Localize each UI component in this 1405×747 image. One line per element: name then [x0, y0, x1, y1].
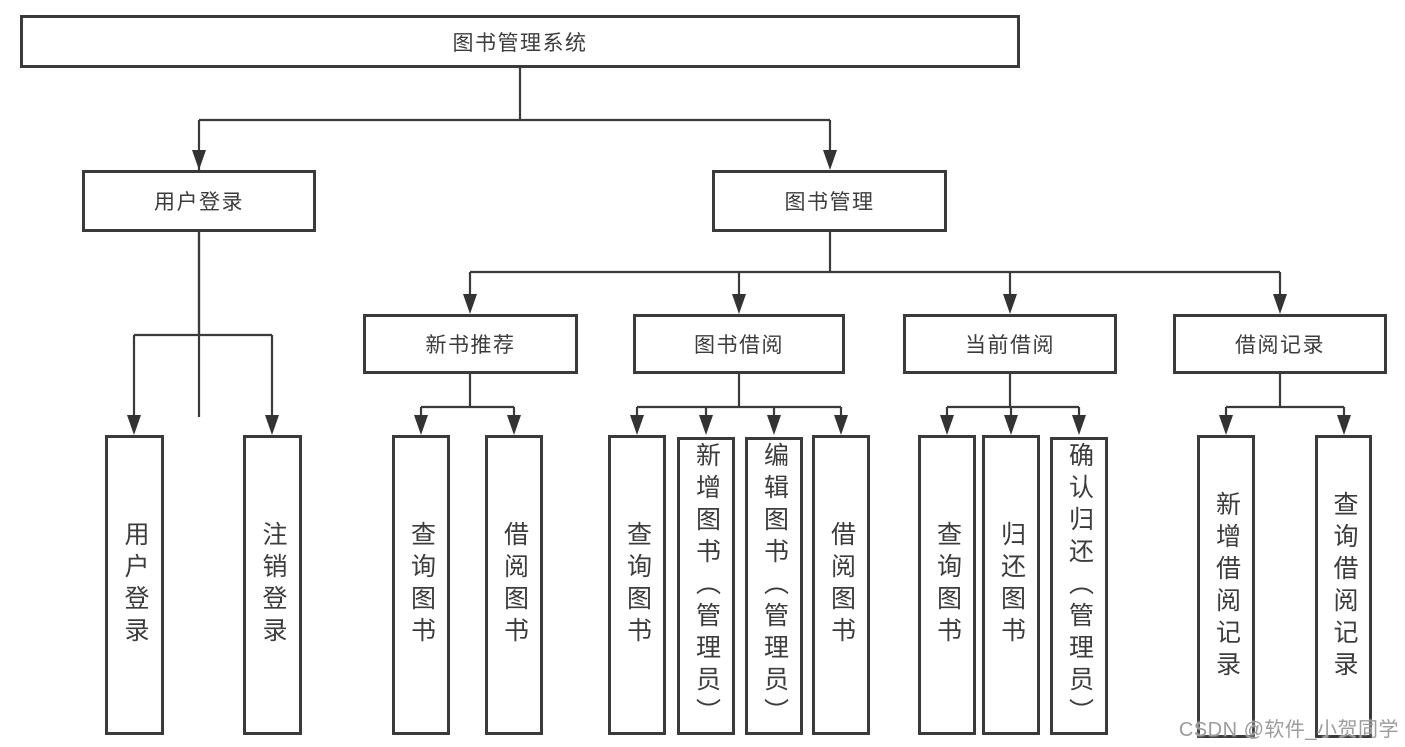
leaf-return-books: 归还图书	[982, 435, 1040, 735]
leaf-add-borrow-record: 新增借阅记录	[1197, 435, 1255, 738]
leaf-label: 查询图书	[933, 521, 962, 649]
node-label: 图书管理	[784, 191, 875, 214]
leaf-label: 查询图书	[407, 521, 436, 649]
leaf-label: 用户登录	[121, 521, 149, 649]
connector-user-login-children	[127, 232, 279, 435]
leaf-label: 查询借阅记录	[1330, 490, 1358, 683]
node-new-book-recommend: 新书推荐	[363, 314, 578, 374]
leaf-query-borrow-record: 查询借阅记录	[1315, 435, 1372, 738]
connector-book-management-children	[463, 232, 1287, 314]
node-label: 新书推荐	[425, 334, 516, 357]
leaf-query-books-3: 查询图书	[918, 435, 976, 735]
node-book-management-system: 图书管理系统	[20, 15, 1020, 68]
connector-borrow-records-children	[1219, 374, 1351, 435]
leaf-label: 查询图书	[623, 521, 652, 649]
watermark-text: CSDN @软件_小贺同学	[1178, 719, 1399, 741]
leaf-label: 借阅图书	[500, 521, 529, 649]
leaf-label: 注销登录	[259, 521, 287, 649]
node-label: 图书借阅	[694, 334, 784, 357]
leaf-label: 编辑图书（管理员）	[760, 442, 789, 730]
leaf-label: 新增借阅记录	[1212, 490, 1241, 683]
leaf-logout: 注销登录	[243, 435, 302, 735]
connector-new-book-children	[414, 374, 521, 435]
leaf-user-login: 用户登录	[105, 435, 164, 735]
node-book-borrow: 图书借阅	[633, 314, 845, 374]
connector-root-to-level1	[192, 68, 837, 417]
leaf-label: 新增图书（管理员）	[692, 442, 721, 730]
node-label: 图书管理系统	[452, 31, 588, 55]
node-user-login: 用户登录	[82, 170, 316, 232]
leaf-label: 归还图书	[997, 521, 1026, 649]
node-book-management: 图书管理	[712, 170, 947, 232]
node-label: 当前借阅	[965, 334, 1055, 357]
leaf-borrow-books-2: 借阅图书	[812, 435, 870, 735]
leaf-label: 确认归还（管理员）	[1065, 442, 1094, 730]
leaf-query-books-2: 查询图书	[608, 435, 666, 735]
leaf-edit-books-admin: 编辑图书（管理员）	[745, 437, 803, 735]
leaf-label: 借阅图书	[827, 521, 856, 649]
node-current-borrow: 当前借阅	[903, 314, 1117, 374]
leaf-borrow-books-1: 借阅图书	[485, 435, 543, 735]
connector-book-borrow-children	[630, 374, 848, 435]
leaf-confirm-return-admin: 确认归还（管理员）	[1050, 437, 1108, 735]
node-label: 借阅记录	[1235, 334, 1325, 357]
leaf-query-books-1: 查询图书	[392, 435, 450, 735]
node-label: 用户登录	[154, 191, 244, 214]
leaf-add-books-admin: 新增图书（管理员）	[677, 437, 735, 735]
connector-current-borrow-children	[940, 374, 1086, 435]
node-borrow-records: 借阅记录	[1173, 314, 1387, 374]
